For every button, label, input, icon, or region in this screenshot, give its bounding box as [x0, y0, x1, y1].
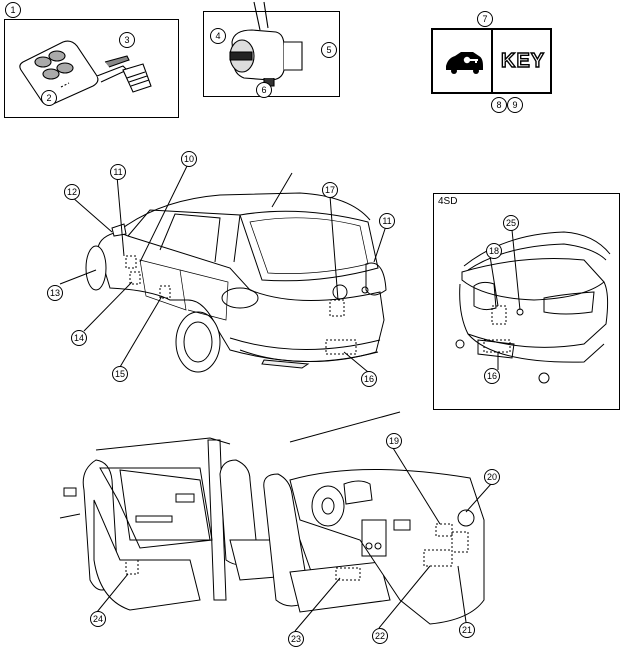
- callout-17: 17: [322, 182, 338, 198]
- callout-21: 21: [459, 622, 475, 638]
- callout-22: 22: [372, 628, 388, 644]
- callout-15: 15: [112, 366, 128, 382]
- callout-19: 19: [386, 433, 402, 449]
- callout-6: 6: [256, 82, 272, 98]
- callout-8: 8: [491, 97, 507, 113]
- indicator-cell-car: [433, 30, 493, 92]
- callout-3: 3: [119, 32, 135, 48]
- sedan-rear-illustration: [434, 194, 621, 411]
- callout-24: 24: [90, 611, 106, 627]
- callout-12: 12: [64, 184, 80, 200]
- callout-10: 10: [181, 151, 197, 167]
- callout-16-sedan: 16: [484, 368, 500, 384]
- callout-5: 5: [321, 42, 337, 58]
- callout-4: 4: [210, 28, 226, 44]
- key-indicator-text: KEY: [500, 49, 546, 72]
- key-fob-panel: 2 3: [4, 19, 179, 118]
- callout-18: 18: [486, 243, 502, 259]
- callout-7: 7: [477, 11, 493, 27]
- callout-2: 2: [41, 90, 57, 106]
- key-fob-illustration: [5, 20, 180, 119]
- ignition-switch-panel: 4 5 6: [203, 11, 341, 98]
- callout-16-hatch: 16: [361, 371, 377, 387]
- callout-11-right: 11: [379, 213, 395, 229]
- callout-11-left: 11: [110, 164, 126, 180]
- callout-25: 25: [503, 215, 519, 231]
- inset-label: 4SD: [438, 196, 458, 207]
- callout-20: 20: [484, 469, 500, 485]
- callout-14: 14: [71, 330, 87, 346]
- callout-9: 9: [507, 97, 523, 113]
- car-key-icon: [446, 52, 483, 74]
- callout-1: 1: [5, 2, 21, 18]
- ignition-switch-illustration: [204, 12, 341, 98]
- callout-23: 23: [288, 631, 304, 647]
- sedan-inset: 4SD 25 18 16: [433, 193, 620, 410]
- indicator-cell-key: KEY: [493, 30, 550, 92]
- callout-13: 13: [47, 285, 63, 301]
- immobilizer-indicator-panel: KEY: [431, 28, 552, 94]
